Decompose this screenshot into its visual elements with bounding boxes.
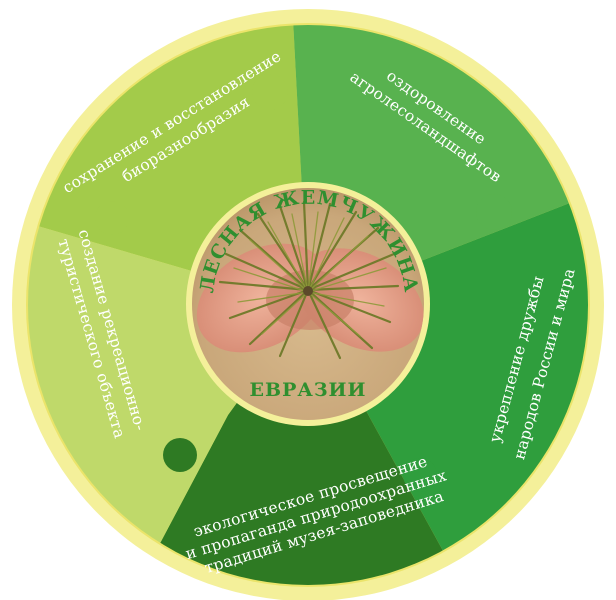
- puzzle-knob: [95, 201, 129, 235]
- puzzle-knob: [163, 438, 197, 472]
- center-title-bottom: ЕВРАЗИИ: [250, 379, 367, 401]
- puzzle-knob: [403, 458, 437, 492]
- puzzle-knob: [476, 194, 512, 230]
- segment-bottom[interactable]: [130, 305, 470, 600]
- pine-seedling: [218, 200, 400, 360]
- center-photo: [192, 188, 424, 420]
- puzzle-knob: [252, 74, 288, 110]
